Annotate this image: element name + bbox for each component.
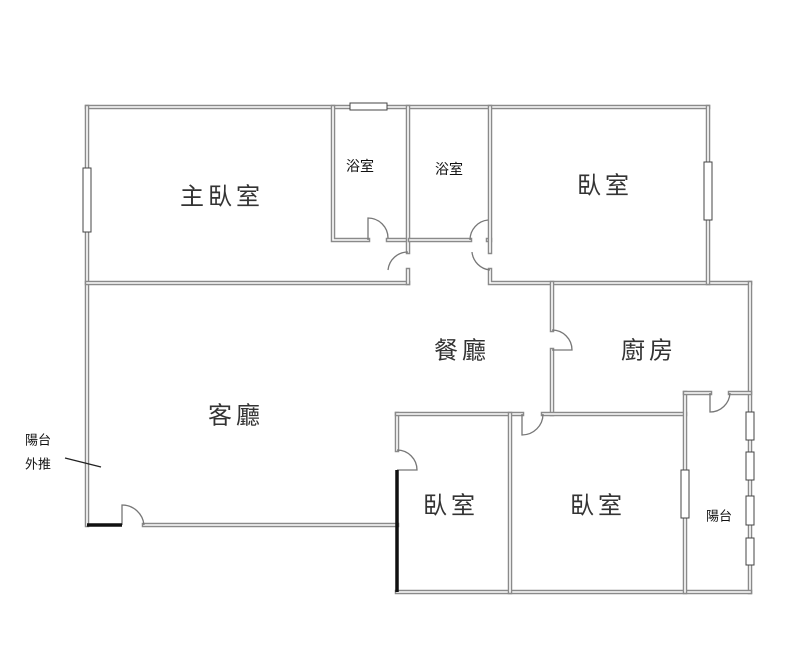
wall-segment bbox=[489, 269, 751, 284]
wall-segment bbox=[487, 267, 753, 286]
room-label-kitchen: 廚房 bbox=[621, 337, 677, 365]
room-label-bedroom-ne: 臥室 bbox=[577, 172, 633, 200]
window-bedroom-ne bbox=[703, 161, 713, 221]
windows bbox=[82, 102, 755, 566]
annotation-pointer bbox=[64, 457, 102, 468]
window-balcony-2 bbox=[745, 451, 755, 481]
door-bath1 bbox=[367, 217, 389, 240]
door-bedroom-s1 bbox=[396, 449, 418, 471]
room-label-bedroom-s2: 臥室 bbox=[570, 492, 626, 520]
window-balcony-3 bbox=[745, 495, 755, 526]
window-balcony-1 bbox=[745, 411, 755, 441]
room-label-master-bedroom: 主臥室 bbox=[180, 183, 264, 211]
doors bbox=[121, 217, 731, 526]
window-top bbox=[349, 102, 388, 111]
door-bedroom-s2 bbox=[521, 413, 544, 436]
wall-segment bbox=[332, 106, 369, 241]
door-bath2 bbox=[469, 219, 489, 241]
window-left bbox=[82, 167, 92, 233]
door-bedroom-ne bbox=[471, 251, 491, 271]
annotation-line2: 外推 bbox=[25, 458, 51, 473]
room-label-bedroom-s1: 臥室 bbox=[423, 492, 479, 520]
room-label-living: 客廳 bbox=[208, 402, 264, 430]
door-kitchen bbox=[551, 329, 573, 351]
window-balcony-4 bbox=[745, 537, 755, 566]
room-label-balcony: 陽台 bbox=[706, 510, 732, 525]
door-entrance bbox=[121, 504, 145, 526]
window-bedroom-s2 bbox=[680, 469, 690, 519]
room-label-bathroom-2: 浴室 bbox=[435, 161, 463, 178]
door-master bbox=[387, 251, 409, 271]
annotation-line1: 陽台 bbox=[25, 434, 51, 449]
room-label-bathroom-1: 浴室 bbox=[346, 158, 374, 175]
room-label-dining: 餐廳 bbox=[434, 337, 490, 365]
door-balcony bbox=[709, 392, 731, 413]
